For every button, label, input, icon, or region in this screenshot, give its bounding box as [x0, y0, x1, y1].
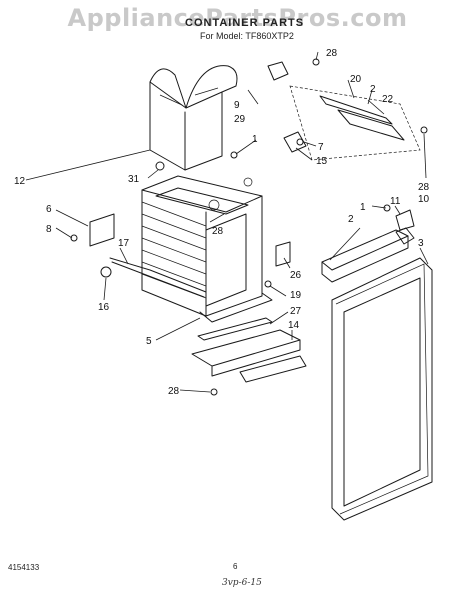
- callout-7: 7: [318, 142, 324, 153]
- handwritten-note: 3vp-6-15: [222, 578, 262, 588]
- control-assembly: [70, 58, 428, 396]
- callout-12: 12: [14, 176, 26, 187]
- model-label: For Model: TF860XTP2: [200, 31, 294, 41]
- callout-27: 27: [290, 306, 302, 317]
- callout-11: 11: [390, 196, 401, 207]
- callout-29: 29: [234, 114, 246, 125]
- page-number: 6: [233, 562, 238, 571]
- callout-28-mid: 28: [212, 226, 224, 237]
- callout-5: 5: [146, 336, 152, 347]
- callout-9: 9: [234, 100, 240, 111]
- door-rails: [321, 227, 415, 283]
- watermark: AppliancePartsPros.com: [67, 4, 408, 32]
- callout-20: 20: [350, 74, 362, 85]
- liner-bag: [149, 65, 238, 171]
- doc-number: 4154133: [8, 563, 40, 572]
- callout-2-right: 2: [348, 214, 354, 225]
- callout-6: 6: [46, 204, 52, 215]
- callout-16: 16: [98, 302, 110, 313]
- callout-28-right: 28: [418, 182, 430, 193]
- callout-28-bottom: 28: [168, 386, 180, 397]
- callout-19: 19: [290, 290, 302, 301]
- callout-22: 22: [382, 94, 394, 105]
- leader-lines: [25, 51, 429, 393]
- callout-31: 31: [128, 174, 140, 185]
- callout-labels: 28 9 29 20 2 22 1 7 15 28 10 12 31 6 8 2…: [14, 48, 430, 397]
- callout-2-top: 2: [370, 84, 376, 95]
- callout-28-top: 28: [326, 48, 338, 59]
- callout-8: 8: [46, 224, 52, 235]
- drawer-handle: [191, 317, 307, 383]
- callout-14: 14: [288, 320, 300, 331]
- callout-15: 15: [316, 156, 328, 167]
- callout-26: 26: [290, 270, 302, 281]
- callout-1-top: 1: [252, 134, 258, 145]
- callout-17: 17: [118, 238, 130, 249]
- container-cabinet: [109, 175, 273, 323]
- callout-3: 3: [418, 238, 424, 249]
- diagram-title: CONTAINER PARTS: [185, 17, 305, 29]
- door-panel: [331, 257, 433, 521]
- callout-1-right: 1: [360, 202, 366, 213]
- callout-10: 10: [418, 194, 430, 205]
